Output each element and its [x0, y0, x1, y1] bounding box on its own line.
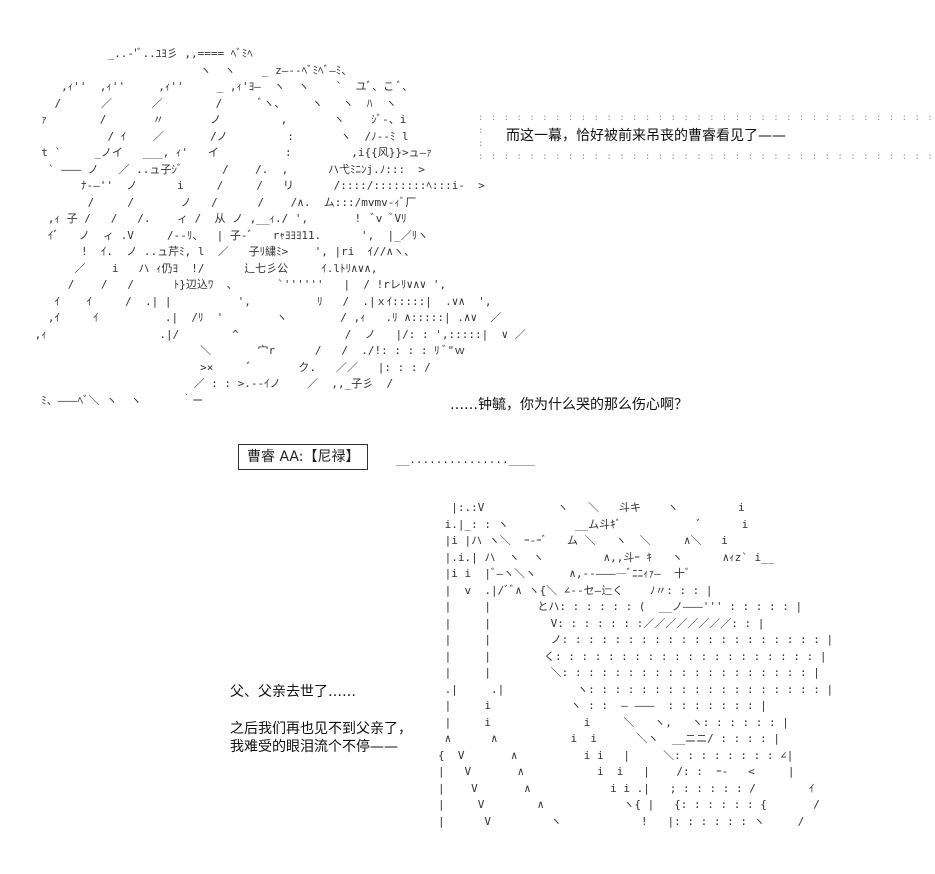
monologue-line-2: 之后我们再也见不到父亲了，	[230, 721, 412, 737]
ascii-art-top-figure: _..-'ﾞ..ﾕﾖ彡 ,,==== ﾍﾞﾐﾍ ヽ ヽ _ z―--ﾍﾞﾐﾍﾞ―…	[34, 47, 526, 407]
ascii-art-bottom-figure: |:.:V ヽ ＼ 斗キ ヽ i i.|_: : ヽ __ム斗ｷﾞ ﾞ i |i…	[438, 501, 834, 828]
monologue-line-1: 父、父亲去世了……	[230, 684, 356, 700]
label-underline: __...............____	[396, 453, 536, 466]
character-label-box: 曹睿 AA:【尼禄】	[238, 444, 369, 470]
character-label: 曹睿 AA:【尼禄】	[247, 449, 360, 465]
monologue-line-3: 我难受的眼泪流个不停——	[230, 739, 398, 755]
question-speech: ……钟毓，你为什么哭的那么伤心啊？	[450, 397, 688, 413]
narration-box-border: : : : : : : : : : : : : : : : : : : : : …	[478, 113, 934, 162]
narration-text: 而这一幕，恰好被前来吊丧的曹睿看见了——	[506, 128, 786, 144]
